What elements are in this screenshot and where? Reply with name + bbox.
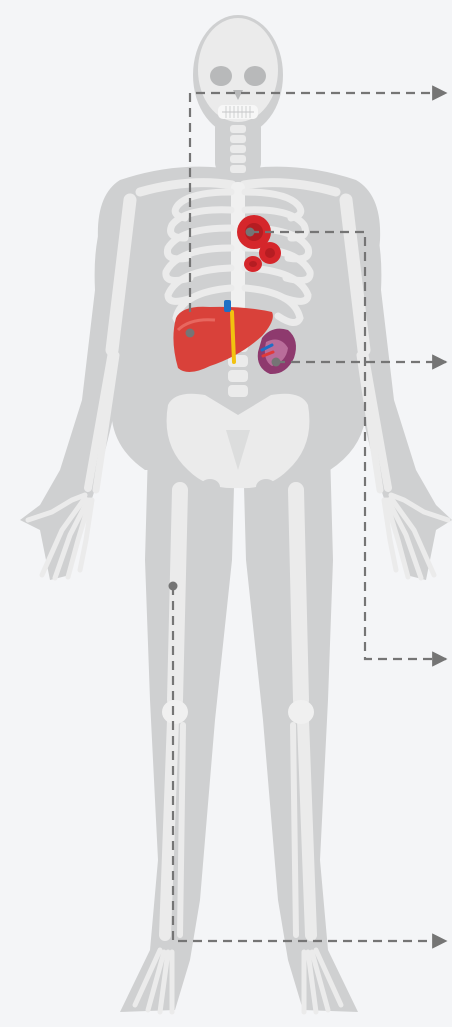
blood-marker-dot-icon [246,228,255,237]
bone-marker-dot-icon [186,329,195,338]
marker-dot-icon [169,582,178,591]
spleen-marker-dot-icon [272,358,281,367]
hand-bones [28,495,448,578]
skeleton [28,18,448,1012]
skull [198,18,278,122]
